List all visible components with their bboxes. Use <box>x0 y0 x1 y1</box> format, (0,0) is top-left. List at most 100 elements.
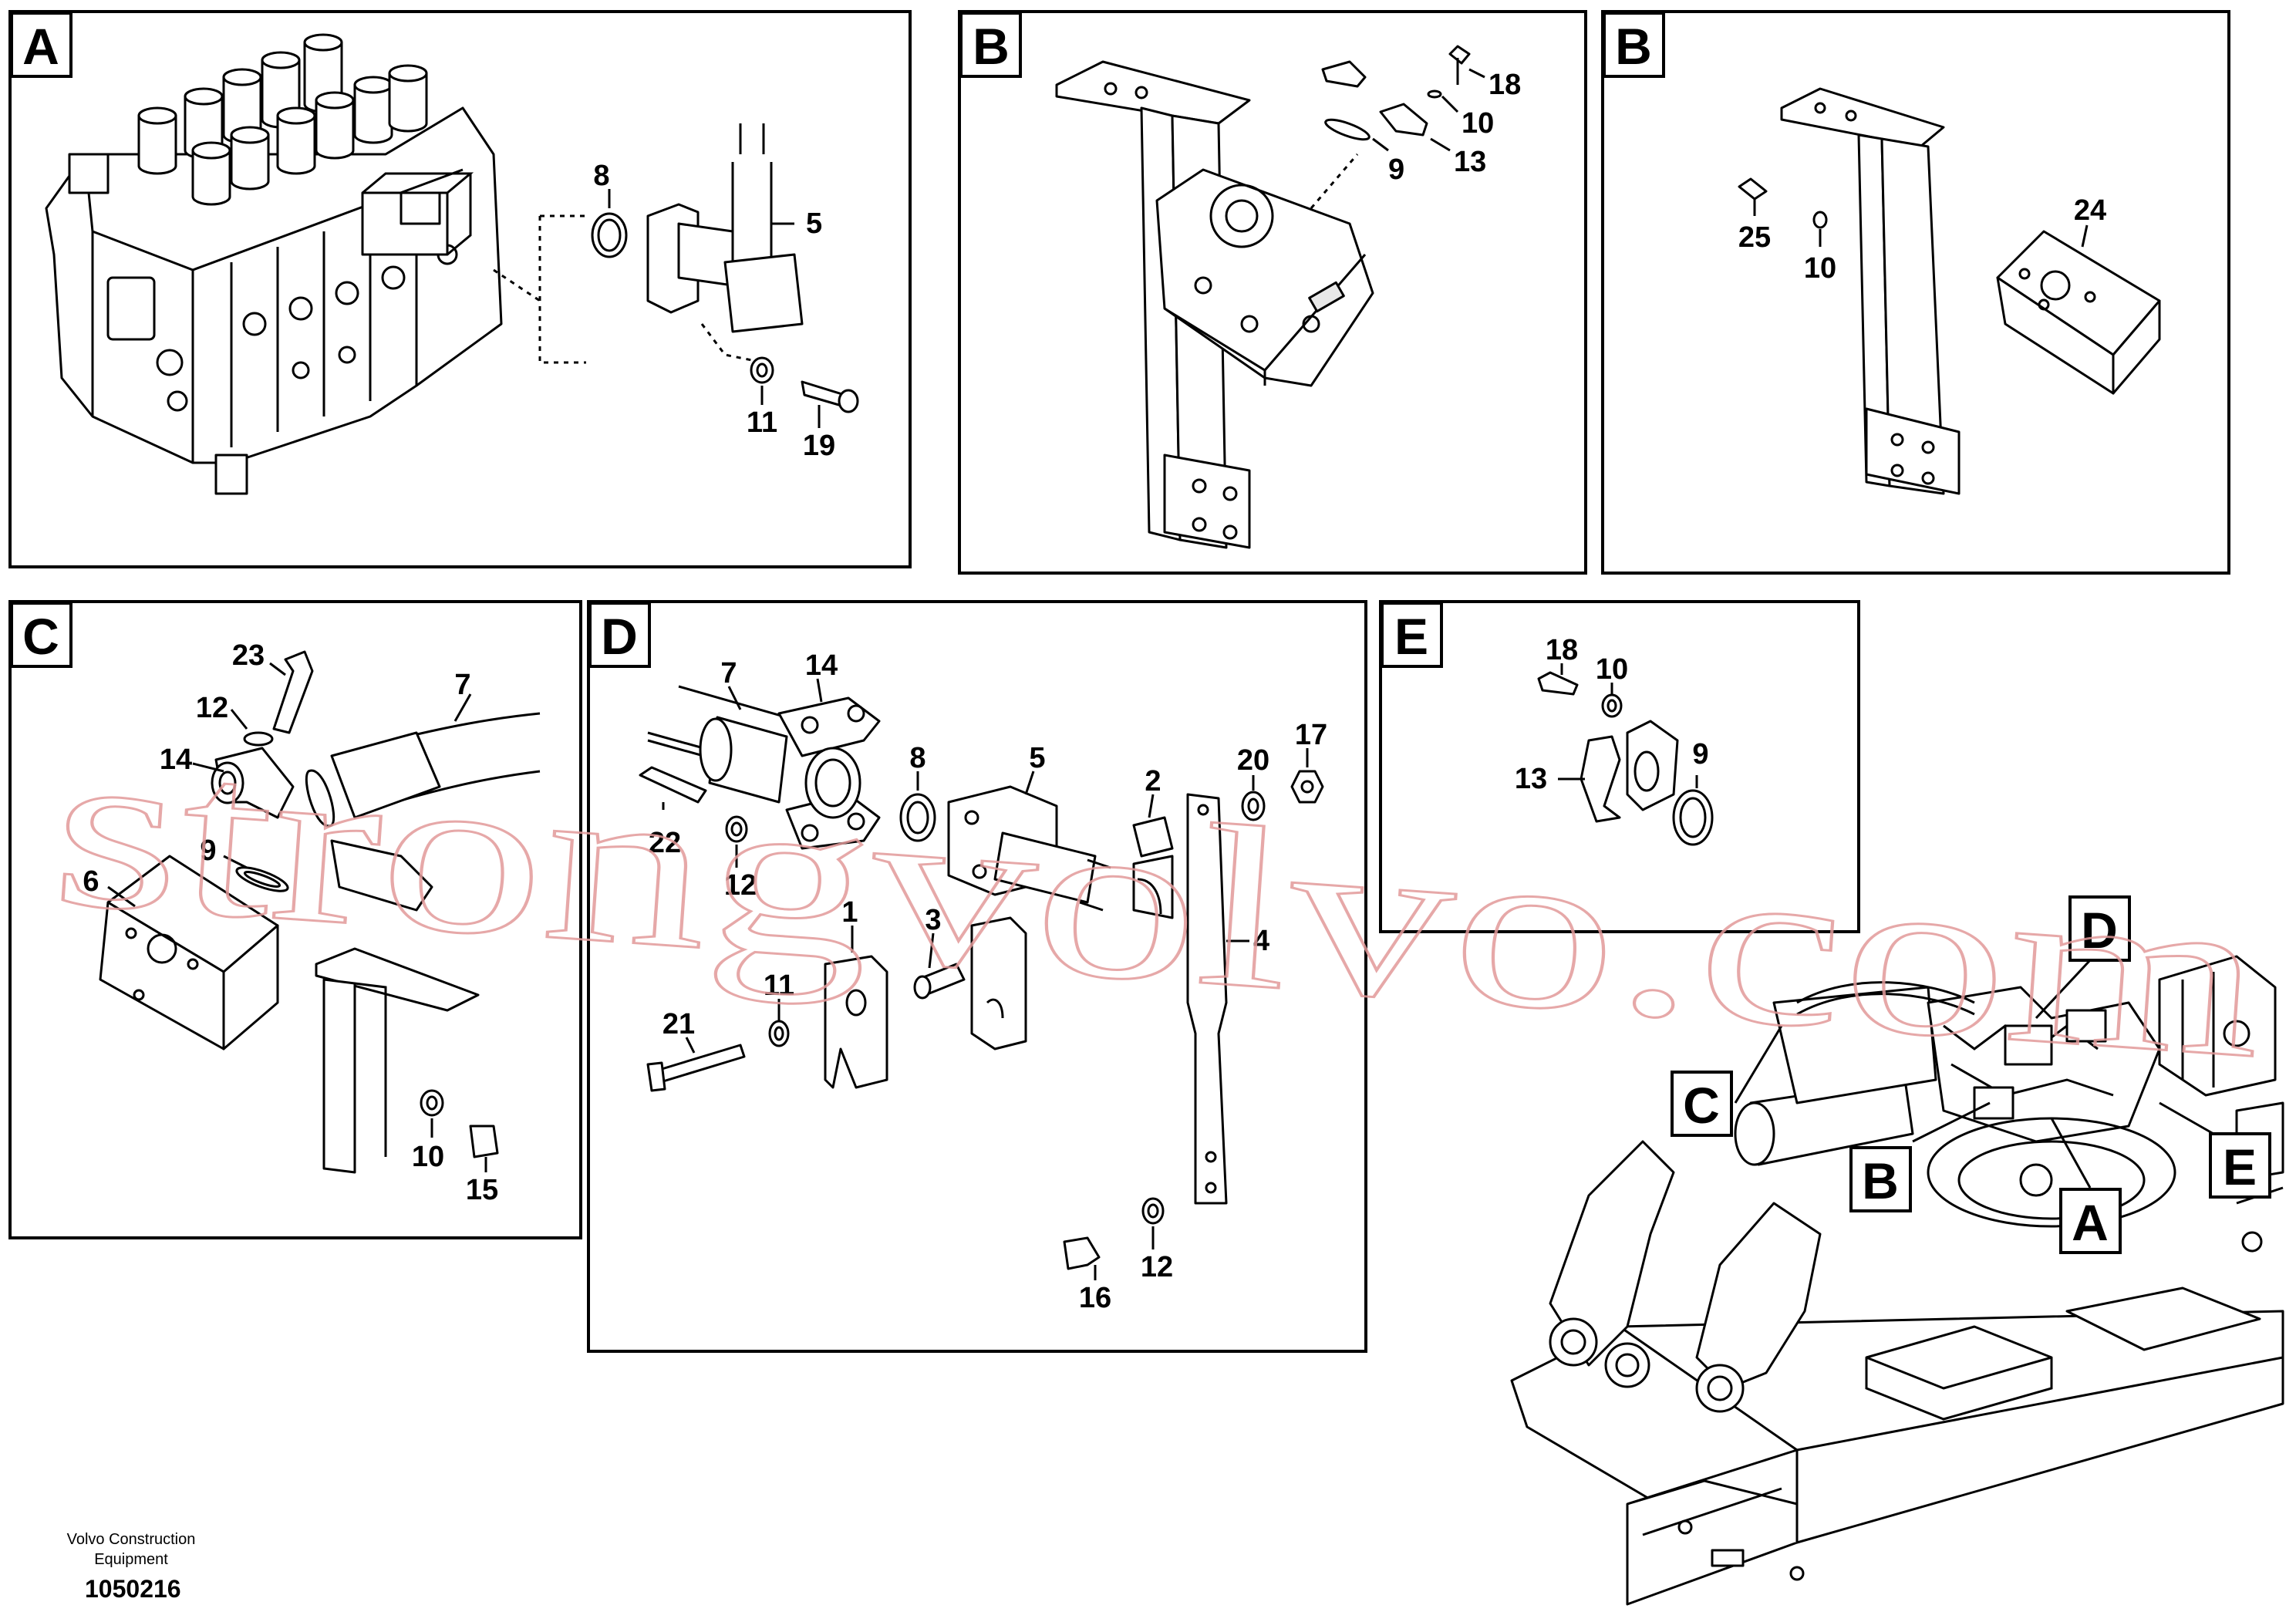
callout-d-4: 4 <box>1253 925 1269 957</box>
callout-b-18: 18 <box>1489 69 1521 101</box>
overview-label-d: D <box>2081 902 2118 959</box>
clamp-block-d <box>970 916 1027 1050</box>
panel-b-right: B 25 10 24 <box>1601 10 2230 575</box>
o-ring-9-c <box>235 866 289 892</box>
overview-label-b: B <box>1862 1152 1899 1209</box>
callout-d-14: 14 <box>805 649 838 682</box>
valve-spools <box>137 33 428 206</box>
split-flange-14 <box>777 696 881 850</box>
callout-b-9: 9 <box>1388 153 1404 186</box>
manifold-block-6 <box>99 855 279 1050</box>
half-flange-upper <box>1321 60 1367 88</box>
callout-d-20: 20 <box>1237 744 1269 777</box>
bolt-16 <box>1063 1236 1101 1270</box>
callout-e-13: 13 <box>1515 763 1547 795</box>
callout-b2-24: 24 <box>2074 194 2106 227</box>
panel-e: E 18 10 13 9 <box>1379 600 1860 933</box>
clamp-2 <box>1132 816 1174 919</box>
overview-label-e-box <box>2209 1132 2271 1199</box>
callout-c-7: 7 <box>454 669 470 701</box>
panel-a-frame <box>8 10 912 568</box>
bolt-22 <box>639 766 707 804</box>
callout-c-6: 6 <box>83 865 99 898</box>
panel-d-label: D <box>601 608 638 665</box>
callout-d-11: 11 <box>764 969 794 1002</box>
callout-d-22: 22 <box>649 827 681 859</box>
panel-b-left-label: B <box>973 18 1010 75</box>
u-clamp-1 <box>824 955 888 1089</box>
callout-c-12: 12 <box>196 692 228 724</box>
overview-label-c-box <box>1671 1071 1733 1137</box>
overview-label-e: E <box>2223 1138 2257 1195</box>
flange-5-d <box>947 785 1111 912</box>
washer-12-d <box>725 815 748 843</box>
overview-callouts: D C B A E <box>1671 895 2271 1254</box>
bolt-18-e <box>1537 671 1579 696</box>
callout-c-15: 15 <box>466 1174 498 1206</box>
callout-a-5: 5 <box>806 207 822 240</box>
callout-c-14: 14 <box>160 744 192 776</box>
washer-11-d <box>768 1020 790 1047</box>
callout-d-8: 8 <box>909 742 925 774</box>
callout-a-19: 19 <box>803 430 835 462</box>
overview-label-d-box <box>2068 895 2131 962</box>
panel-b-right-label: B <box>1615 18 1652 75</box>
panel-b-right-frame <box>1601 10 2230 575</box>
bracket-c <box>315 947 480 1174</box>
overview-label-a-box <box>2059 1188 2122 1254</box>
overview-label-c: C <box>1683 1077 1720 1134</box>
machine-overview <box>1510 955 2284 1606</box>
callout-e-9: 9 <box>1692 738 1708 771</box>
nut-17 <box>1290 770 1324 804</box>
strap-4 <box>1186 793 1228 1205</box>
callout-c-10: 10 <box>412 1141 444 1173</box>
washer-12-c <box>243 731 274 747</box>
callout-c-9: 9 <box>200 835 216 867</box>
panel-b-left: B <box>958 10 1587 575</box>
callout-a-8: 8 <box>593 160 609 192</box>
callout-d-3: 3 <box>925 904 941 936</box>
panel-c: C <box>8 600 582 1239</box>
overview-label-b-box <box>1849 1146 1912 1212</box>
callout-d-2: 2 <box>1145 765 1161 798</box>
manifold-block-24 <box>1996 230 2161 395</box>
panel-a-label: A <box>22 18 59 75</box>
o-ring-8-d <box>899 793 936 842</box>
panel-a-leader-dotted <box>493 216 586 364</box>
callout-a-11: 11 <box>747 406 777 439</box>
callout-b2-25: 25 <box>1738 221 1771 254</box>
panel-b-left-frame <box>958 10 1587 575</box>
callout-b2-10: 10 <box>1804 252 1836 285</box>
callout-c-23: 23 <box>232 639 265 672</box>
panel-c-label: C <box>22 608 59 665</box>
brand-line-1: Volvo Construction <box>66 1531 196 1548</box>
bolt-21 <box>650 1044 746 1085</box>
washer-12-d2 <box>1141 1197 1165 1225</box>
brand-line-2: Equipment <box>94 1551 168 1568</box>
overview-label-a: A <box>2072 1194 2109 1251</box>
valve-block-on-bracket <box>1155 168 1374 387</box>
brand-caption: Volvo Construction Equipment <box>54 1529 208 1570</box>
panel-a-label-box <box>10 12 72 78</box>
callout-d-12b: 12 <box>1141 1251 1173 1283</box>
callout-d-16: 16 <box>1079 1282 1111 1314</box>
washer-10 <box>1427 89 1442 99</box>
bolt-18 <box>1448 45 1471 65</box>
callout-b-10: 10 <box>1462 107 1494 140</box>
bolt-15 <box>469 1125 499 1158</box>
hose-7-c <box>305 712 541 828</box>
half-flange-c <box>330 839 433 912</box>
panel-d: D <box>587 600 1367 1353</box>
bolt-25 <box>1738 177 1768 201</box>
callout-e-10: 10 <box>1596 653 1628 686</box>
callout-d-12: 12 <box>724 869 757 902</box>
o-ring-9 <box>1324 118 1371 141</box>
hose-7-d <box>647 685 788 804</box>
washer-10-e <box>1601 693 1623 718</box>
panel-e-frame <box>1379 600 1860 933</box>
bracket-plain <box>1780 87 1961 495</box>
callout-d-17: 17 <box>1295 719 1327 751</box>
washer-10-b <box>1812 211 1828 229</box>
